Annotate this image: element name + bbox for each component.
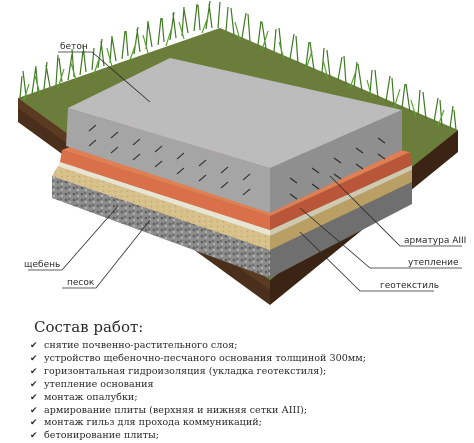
list-item: ✔ устройство щебеночно-песчаного основани…	[30, 353, 470, 366]
list-item-text: монтаж гильз для прохода коммуникаций;	[44, 417, 262, 429]
list-item-text: бетонирование плиты;	[44, 430, 159, 442]
checkmark-icon: ✔	[30, 353, 38, 364]
concrete-slab	[66, 58, 402, 213]
leader-insulation	[299, 207, 462, 269]
checkmark-icon: ✔	[30, 379, 38, 390]
list-item-text: монтаж опалубки;	[44, 391, 138, 403]
sand-layer	[52, 166, 412, 250]
grass-layer	[19, 0, 457, 131]
list-item-text: утепление основания	[44, 378, 154, 390]
list-item: ✔ горизонтальная гидроизоляция (укладка г…	[30, 366, 470, 379]
rebar-ends	[88, 124, 386, 200]
checkmark-icon: ✔	[30, 431, 38, 442]
geotextile-layer	[58, 162, 412, 236]
list-item: ✔ монтаж опалубки;	[30, 392, 470, 405]
leader-rebar	[329, 175, 462, 247]
leader-lines	[28, 51, 462, 292]
list-item: ✔ утепление основания	[30, 379, 470, 392]
list-item-text: снятие почвенно-растительного слоя;	[44, 340, 238, 351]
leader-geotextile	[299, 231, 434, 292]
label-insulation: утепление	[408, 258, 459, 268]
list-item: ✔ армирование плиты (верхняя и нижняя сет…	[30, 405, 470, 418]
label-geotextile: геотекстиль	[380, 281, 439, 291]
checkmark-icon: ✔	[30, 418, 38, 429]
list-item-text: горизонтальная гидроизоляция (укладка ге…	[44, 365, 327, 377]
works-items: ✔ снятие почвенно-растительного слоя; ✔ ус…	[30, 340, 470, 443]
leader-sand	[62, 219, 151, 289]
label-concrete: бетон	[60, 42, 88, 52]
label-rebar: арматура АIII	[404, 236, 466, 246]
list-item-text: армирование плиты (верхняя и нижняя сетк…	[44, 404, 308, 416]
label-sand: песок	[67, 278, 95, 288]
list-item: ✔ монтаж гильз для прохода коммуникаций;	[30, 417, 470, 430]
leader-concrete	[58, 51, 151, 103]
foundation-slab-diagram: бетон арматура АIII утепление щебень пес…	[18, 0, 466, 305]
checkmark-icon: ✔	[30, 392, 38, 403]
works-list: Состав работ: ✔ снятие почвенно-раститель…	[30, 318, 470, 443]
list-item: ✔ бетонирование плиты;	[30, 430, 470, 443]
works-title: Состав работ:	[34, 318, 144, 336]
list-item: ✔ снятие почвенно-растительного слоя;	[30, 340, 470, 353]
checkmark-icon: ✔	[30, 405, 38, 416]
label-gravel: щебень	[24, 260, 60, 270]
checkmark-icon: ✔	[30, 366, 38, 377]
gravel-layer	[52, 176, 412, 278]
leader-gravel	[28, 205, 119, 271]
checkmark-icon: ✔	[30, 341, 38, 351]
list-item-text: устройство щебеночно-песчаного основания…	[44, 352, 366, 364]
